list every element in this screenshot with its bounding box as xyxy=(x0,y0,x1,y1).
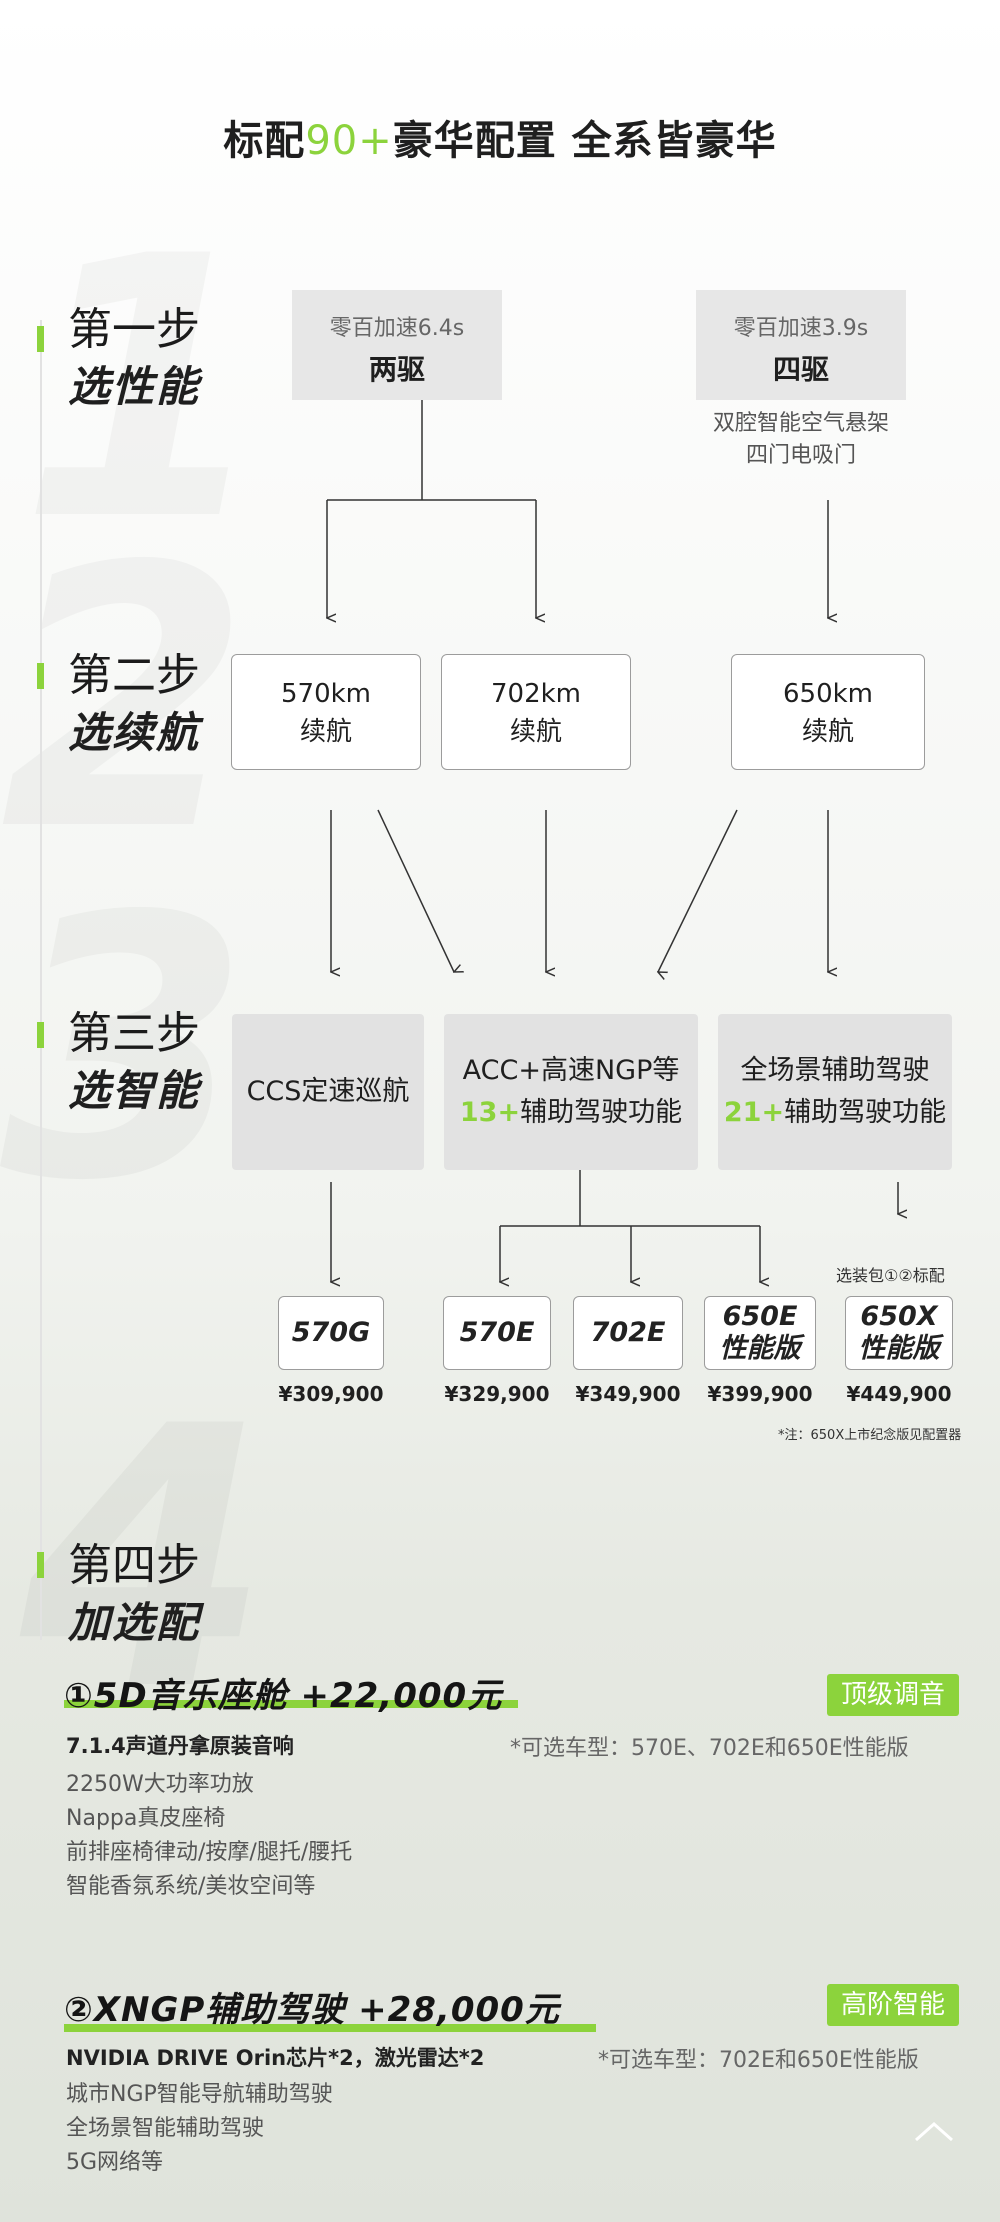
drive-2wd-accel: 零百加速6.4s xyxy=(329,316,465,341)
price-650e: ¥399,900 xyxy=(707,1382,813,1406)
step-1-label: 第一步 xyxy=(68,304,200,355)
smart-ngp-line2: 13+辅助驾驶功能 xyxy=(459,1097,683,1128)
model-702e: 702E xyxy=(573,1296,683,1370)
timeline-tick-3 xyxy=(37,1022,44,1048)
package-1-underline xyxy=(64,1700,518,1708)
timeline-tick-1 xyxy=(37,326,44,352)
package-2-item-1: 城市NGP智能导航辅助驾驶 xyxy=(66,2082,333,2107)
range-702-km: 702km xyxy=(490,679,581,709)
drive-4wd-accel: 零百加速3.9s xyxy=(733,316,869,341)
package-1-item-4: 智能香氛系统/美妆空间等 xyxy=(66,1874,316,1899)
price-702e: ¥349,900 xyxy=(575,1382,681,1406)
chevron-up-icon[interactable] xyxy=(912,2116,956,2146)
footnote: *注：650X上市纪念版见配置器 xyxy=(778,1428,962,1443)
package-1-item-3: 前排座椅律动/按摩/腿托/腰托 xyxy=(66,1840,353,1865)
drive-4wd-main: 零百加速3.9s 四驱 xyxy=(696,290,906,400)
drive-2wd-main: 零百加速6.4s 两驱 xyxy=(292,290,502,400)
range-702-label: 续航 xyxy=(509,717,562,747)
step-2-title: 选续航 xyxy=(68,708,201,757)
option-package-note: 选装包①②标配 xyxy=(836,1266,945,1285)
price-650x: ¥449,900 xyxy=(846,1382,952,1406)
drive-4wd-features: 双腔智能空气悬架 四门电吸门 xyxy=(696,408,906,472)
range-650-km: 650km xyxy=(782,679,873,709)
drive-4wd-label: 四驱 xyxy=(772,353,829,386)
package-2-available: *可选车型：702E和650E性能版 xyxy=(598,2048,919,2073)
flow-connectors xyxy=(0,400,1000,1400)
smart-full-line2: 21+辅助驾驶功能 xyxy=(723,1097,947,1128)
smart-ngp-line1: ACC+高速NGP等 xyxy=(462,1055,680,1086)
package-2-item-3: 5G网络等 xyxy=(66,2150,164,2175)
price-570e: ¥329,900 xyxy=(444,1382,550,1406)
step-2-label: 第二步 xyxy=(68,650,200,701)
step-3-label: 第三步 xyxy=(68,1008,200,1059)
range-650-label: 续航 xyxy=(801,717,854,747)
smart-ccs-box: CCS定速巡航 xyxy=(232,1014,424,1170)
timeline-tick-2 xyxy=(37,663,44,689)
smart-ngp-box: ACC+高速NGP等 13+辅助驾驶功能 xyxy=(444,1014,698,1170)
package-2-item-2: 全场景智能辅助驾驶 xyxy=(66,2116,265,2141)
model-570g: 570G xyxy=(278,1296,384,1370)
package-1-badge: 顶级调音 xyxy=(827,1674,960,1716)
model-650x: 650X 性能版 xyxy=(845,1296,953,1370)
range-650-box: 650km 续航 xyxy=(731,654,925,770)
drive-2wd-label: 两驱 xyxy=(368,353,425,386)
package-1-available: *可选车型：570E、702E和650E性能版 xyxy=(510,1736,909,1761)
package-2-underline xyxy=(64,2024,596,2032)
feature-air-suspension: 双腔智能空气悬架 xyxy=(712,411,889,436)
smart-full-box: 全场景辅助驾驶 21+辅助驾驶功能 xyxy=(718,1014,952,1170)
model-650e: 650E 性能版 xyxy=(704,1296,816,1370)
page-title: 标配90+豪华配置 全系皆豪华 xyxy=(223,118,777,164)
package-2-highlight: NVIDIA DRIVE Orin芯片*2，激光雷达*2 xyxy=(66,2046,485,2070)
timeline-tick-4 xyxy=(37,1552,44,1578)
step-4-label: 第四步 xyxy=(68,1540,200,1591)
smart-full-line1: 全场景辅助驾驶 xyxy=(740,1055,930,1086)
feature-power-doors: 四门电吸门 xyxy=(745,443,856,468)
package-1-title: ①5D音乐座舱 +22,000元 xyxy=(64,1676,503,1716)
step-1-title: 选性能 xyxy=(68,362,201,411)
package-1-highlight: 7.1.4声道丹拿原装音响 xyxy=(66,1734,294,1758)
range-702-box: 702km 续航 xyxy=(441,654,631,770)
range-570-label: 续航 xyxy=(299,717,352,747)
timeline-line xyxy=(40,320,42,1640)
range-570-km: 570km xyxy=(280,679,371,709)
package-2-title: ②XNGP辅助驾驶 +28,000元 xyxy=(64,1990,560,2030)
package-2-badge: 高阶智能 xyxy=(827,1984,960,2026)
smart-ccs-line1: CCS定速巡航 xyxy=(246,1076,410,1107)
range-570-box: 570km 续航 xyxy=(231,654,421,770)
price-570g: ¥309,900 xyxy=(278,1382,384,1406)
step-4-title: 加选配 xyxy=(68,1598,201,1647)
package-1-item-2: Nappa真皮座椅 xyxy=(66,1806,226,1831)
step-3-title: 选智能 xyxy=(68,1066,201,1115)
model-570e: 570E xyxy=(443,1296,551,1370)
package-1-item-1: 2250W大功率功放 xyxy=(66,1772,254,1797)
